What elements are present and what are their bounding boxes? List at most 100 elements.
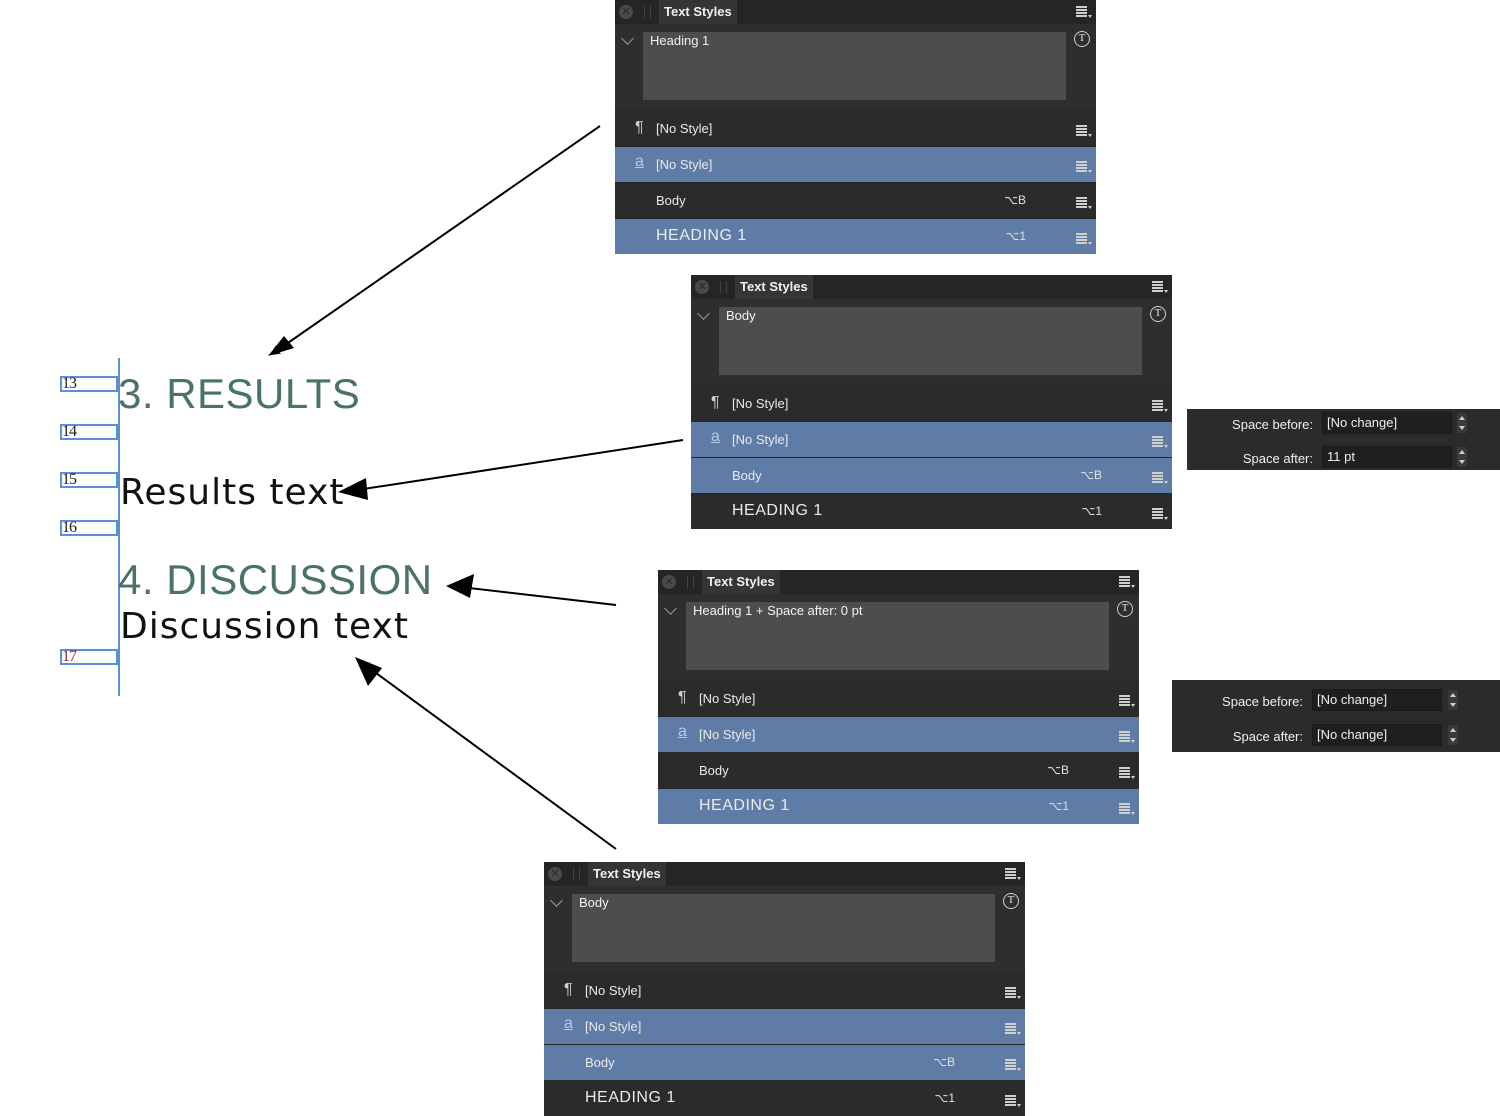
style-row-body[interactable]: Body ⌥B — [658, 752, 1139, 788]
space-before-field[interactable]: [No change] — [1322, 412, 1452, 434]
panel-menu-icon[interactable] — [1005, 866, 1021, 880]
line-number-14: 14 — [60, 424, 118, 440]
shortcut-label: ⌥B — [1047, 763, 1069, 777]
style-row-label: [No Style] — [732, 432, 789, 447]
style-row-label: [No Style] — [585, 983, 642, 998]
grip-icon[interactable] — [687, 576, 694, 588]
style-row-no-style-paragraph[interactable]: ¶ [No Style] — [544, 972, 1025, 1008]
text-style-icon[interactable]: T — [1003, 893, 1019, 909]
tab-text-styles[interactable]: Text Styles — [588, 862, 666, 886]
row-menu-icon[interactable] — [1119, 693, 1135, 708]
style-row-heading-1[interactable]: HEADING 1 ⌥1 — [691, 493, 1172, 529]
grip-icon[interactable] — [573, 868, 580, 880]
style-row-no-style-character[interactable]: a [No Style] — [658, 716, 1139, 752]
style-row-heading-1[interactable]: HEADING 1 ⌥1 — [544, 1080, 1025, 1116]
row-menu-icon[interactable] — [1119, 801, 1135, 816]
space-before-label: Space before: — [1222, 694, 1303, 709]
style-preview: Heading 1 T — [615, 24, 1096, 110]
stepper-icon[interactable] — [1448, 690, 1458, 710]
line-number-16: 16 — [60, 520, 118, 536]
text-style-icon[interactable]: T — [1150, 306, 1166, 322]
space-before-field[interactable]: [No change] — [1312, 689, 1442, 711]
space-after-label: Space after: — [1232, 729, 1303, 744]
style-row-heading-1[interactable]: HEADING 1 ⌥1 — [658, 788, 1139, 824]
text-style-icon[interactable]: T — [1117, 601, 1133, 617]
row-menu-icon[interactable] — [1152, 506, 1168, 521]
style-row-body[interactable]: Body ⌥B — [615, 182, 1096, 218]
row-menu-icon[interactable] — [1076, 231, 1092, 246]
text-style-icon[interactable]: T — [1074, 31, 1090, 47]
style-row-label: HEADING 1 — [585, 1089, 676, 1106]
close-icon[interactable]: ✕ — [619, 5, 633, 19]
stepper-icon[interactable] — [1448, 725, 1458, 745]
tab-text-styles[interactable]: Text Styles — [735, 275, 813, 299]
panel-menu-icon[interactable] — [1119, 574, 1135, 588]
space-before-row: Space before: [No change] — [1172, 686, 1500, 716]
grip-icon[interactable] — [644, 6, 651, 18]
close-icon[interactable]: ✕ — [548, 867, 562, 881]
space-after-row: Space after: 11 pt — [1187, 443, 1500, 473]
style-row-label: HEADING 1 — [656, 227, 747, 244]
line-number-13: 13 — [60, 376, 118, 392]
row-menu-icon[interactable] — [1152, 434, 1168, 449]
text-styles-panel-1: ✕ Text Styles Heading 1 T ¶ [No Style] a… — [615, 0, 1096, 254]
row-menu-icon[interactable] — [1005, 1093, 1021, 1108]
row-menu-icon[interactable] — [1152, 470, 1168, 485]
style-row-label: [No Style] — [656, 157, 713, 172]
style-row-label: [No Style] — [699, 727, 756, 742]
style-row-no-style-paragraph[interactable]: ¶ [No Style] — [615, 110, 1096, 146]
row-menu-icon[interactable] — [1119, 765, 1135, 780]
preview-box — [686, 602, 1109, 670]
close-icon[interactable]: ✕ — [695, 280, 709, 294]
row-menu-icon[interactable] — [1152, 398, 1168, 413]
style-row-no-style-character[interactable]: a [No Style] — [691, 421, 1172, 457]
text-styles-panel-4: ✕ Text Styles Body T ¶ [No Style] a [No … — [544, 862, 1025, 1116]
paragraph-icon: ¶ — [711, 394, 720, 411]
chevron-down-icon[interactable] — [697, 307, 710, 320]
preview-box — [643, 32, 1066, 100]
current-style-label: Heading 1 + Space after: 0 pt — [693, 603, 863, 618]
style-row-no-style-paragraph[interactable]: ¶ [No Style] — [658, 680, 1139, 716]
row-menu-icon[interactable] — [1005, 1057, 1021, 1072]
space-after-field[interactable]: 11 pt — [1322, 446, 1452, 468]
style-row-heading-1[interactable]: HEADING 1 ⌥1 — [615, 218, 1096, 254]
panel-tabbar: ✕ Text Styles — [658, 570, 1139, 594]
style-row-no-style-character[interactable]: a [No Style] — [615, 146, 1096, 182]
panel-tabbar: ✕ Text Styles — [691, 275, 1172, 299]
heading-results[interactable]: 3. RESULTS — [118, 370, 361, 417]
style-row-label: [No Style] — [585, 1019, 642, 1034]
row-menu-icon[interactable] — [1076, 159, 1092, 174]
chevron-down-icon[interactable] — [664, 602, 677, 615]
row-menu-icon[interactable] — [1119, 729, 1135, 744]
character-style-icon: a — [711, 428, 720, 445]
panel-menu-icon[interactable] — [1152, 279, 1168, 293]
style-row-label: HEADING 1 — [732, 502, 823, 519]
style-row-no-style-paragraph[interactable]: ¶ [No Style] — [691, 385, 1172, 421]
body-results[interactable]: Results text — [120, 472, 345, 513]
grip-icon[interactable] — [720, 281, 727, 293]
tab-text-styles[interactable]: Text Styles — [702, 570, 780, 594]
row-menu-icon[interactable] — [1076, 195, 1092, 210]
stepper-icon[interactable] — [1457, 447, 1467, 467]
row-menu-icon[interactable] — [1076, 123, 1092, 138]
row-menu-icon[interactable] — [1005, 985, 1021, 1000]
style-row-no-style-character[interactable]: a [No Style] — [544, 1008, 1025, 1044]
body-discussion[interactable]: Discussion text — [120, 606, 409, 647]
stepper-icon[interactable] — [1457, 413, 1467, 433]
character-style-icon: a — [635, 153, 644, 170]
paragraph-icon: ¶ — [678, 689, 687, 706]
heading-discussion[interactable]: 4. DISCUSSION — [118, 556, 433, 603]
preview-box — [572, 894, 995, 962]
shortcut-label: ⌥1 — [1048, 799, 1069, 813]
style-row-body[interactable]: Body ⌥B — [691, 457, 1172, 493]
style-row-body[interactable]: Body ⌥B — [544, 1044, 1025, 1080]
close-icon[interactable]: ✕ — [662, 575, 676, 589]
space-after-field[interactable]: [No change] — [1312, 724, 1442, 746]
text-frame-guide — [118, 358, 120, 696]
row-menu-icon[interactable] — [1005, 1021, 1021, 1036]
chevron-down-icon[interactable] — [550, 894, 563, 907]
panel-tabbar: ✕ Text Styles — [544, 862, 1025, 886]
tab-text-styles[interactable]: Text Styles — [659, 0, 737, 24]
chevron-down-icon[interactable] — [621, 32, 634, 45]
panel-menu-icon[interactable] — [1076, 4, 1092, 18]
